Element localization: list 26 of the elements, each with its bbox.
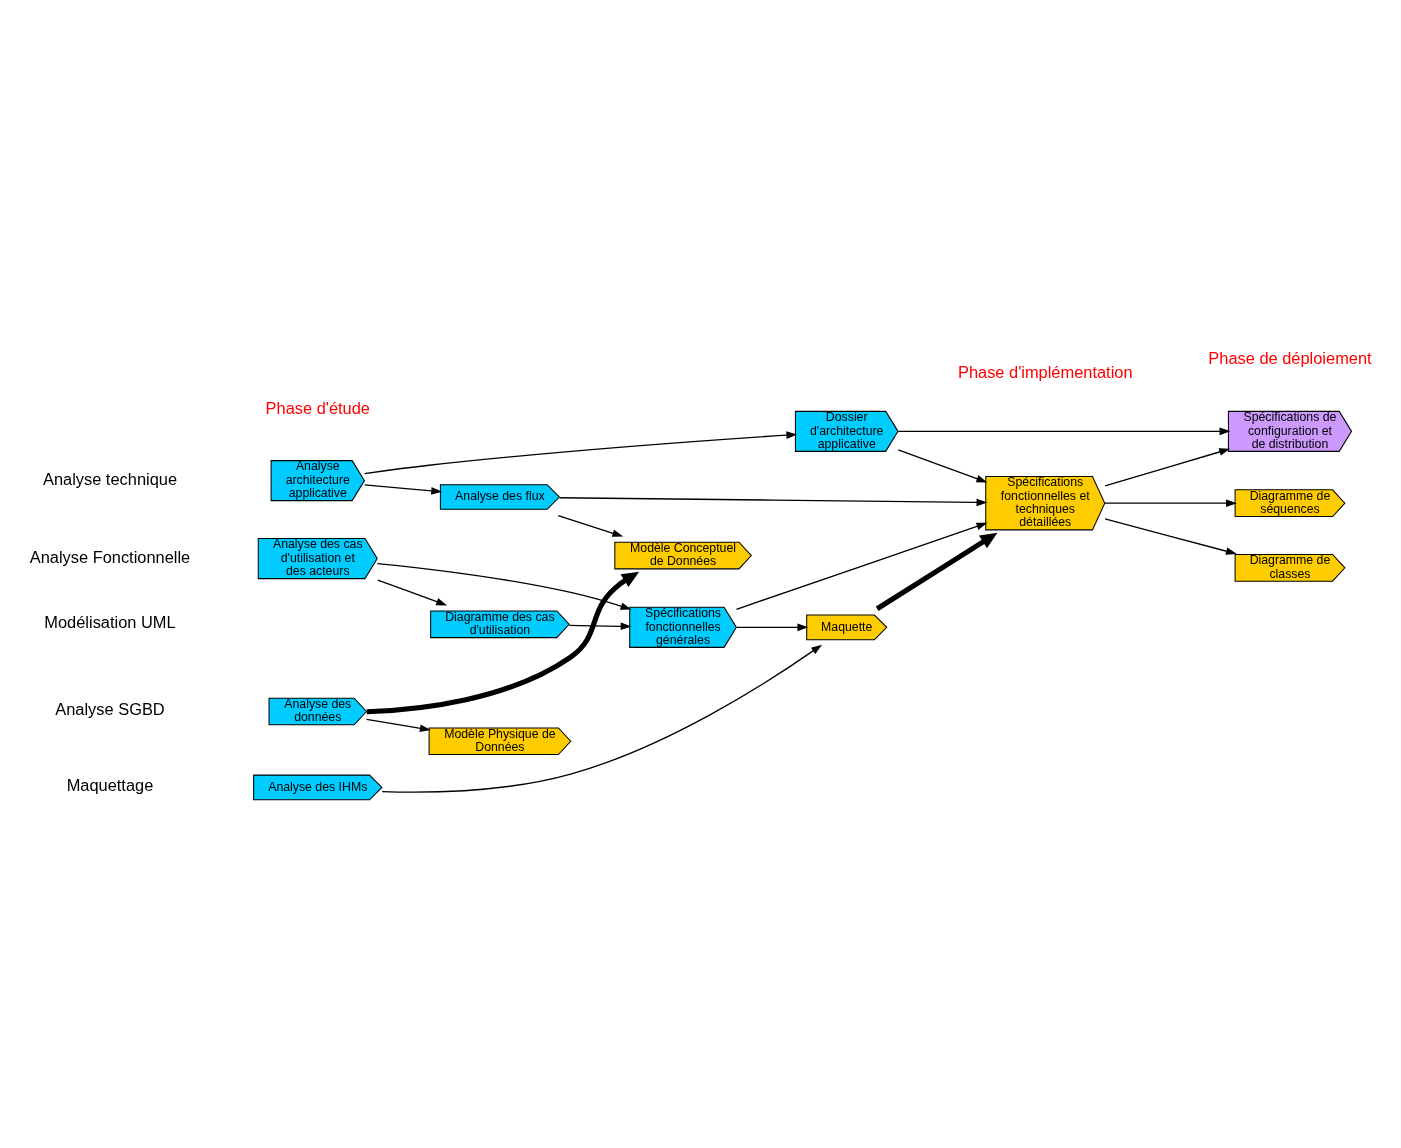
arrow xyxy=(377,579,448,606)
label: Analyse SGBD xyxy=(55,700,165,719)
arrow xyxy=(568,622,632,631)
arrow xyxy=(557,514,624,537)
arrow xyxy=(1104,499,1237,507)
arrow xyxy=(376,562,632,610)
label: Analyse technique xyxy=(42,469,178,488)
label: Phase d'étude xyxy=(265,398,370,417)
arrow xyxy=(735,623,809,632)
arrow xyxy=(897,427,1231,436)
arrow xyxy=(875,532,998,611)
arrow xyxy=(558,497,988,507)
arrow xyxy=(1104,448,1231,487)
arrow xyxy=(364,484,443,495)
arrow xyxy=(1104,518,1237,555)
label: Maquettage xyxy=(66,776,154,795)
arrow xyxy=(897,449,988,483)
label: Modélisation UML xyxy=(44,613,176,632)
arrow xyxy=(363,431,798,475)
arrow xyxy=(365,718,431,732)
arrow xyxy=(381,644,823,793)
arrow xyxy=(735,522,988,610)
arrow xyxy=(366,571,640,715)
label: Phase de déploiement xyxy=(1208,349,1372,368)
label: Phase d'implémentation xyxy=(957,362,1133,381)
label: Analyse Fonctionnelle xyxy=(29,547,191,566)
